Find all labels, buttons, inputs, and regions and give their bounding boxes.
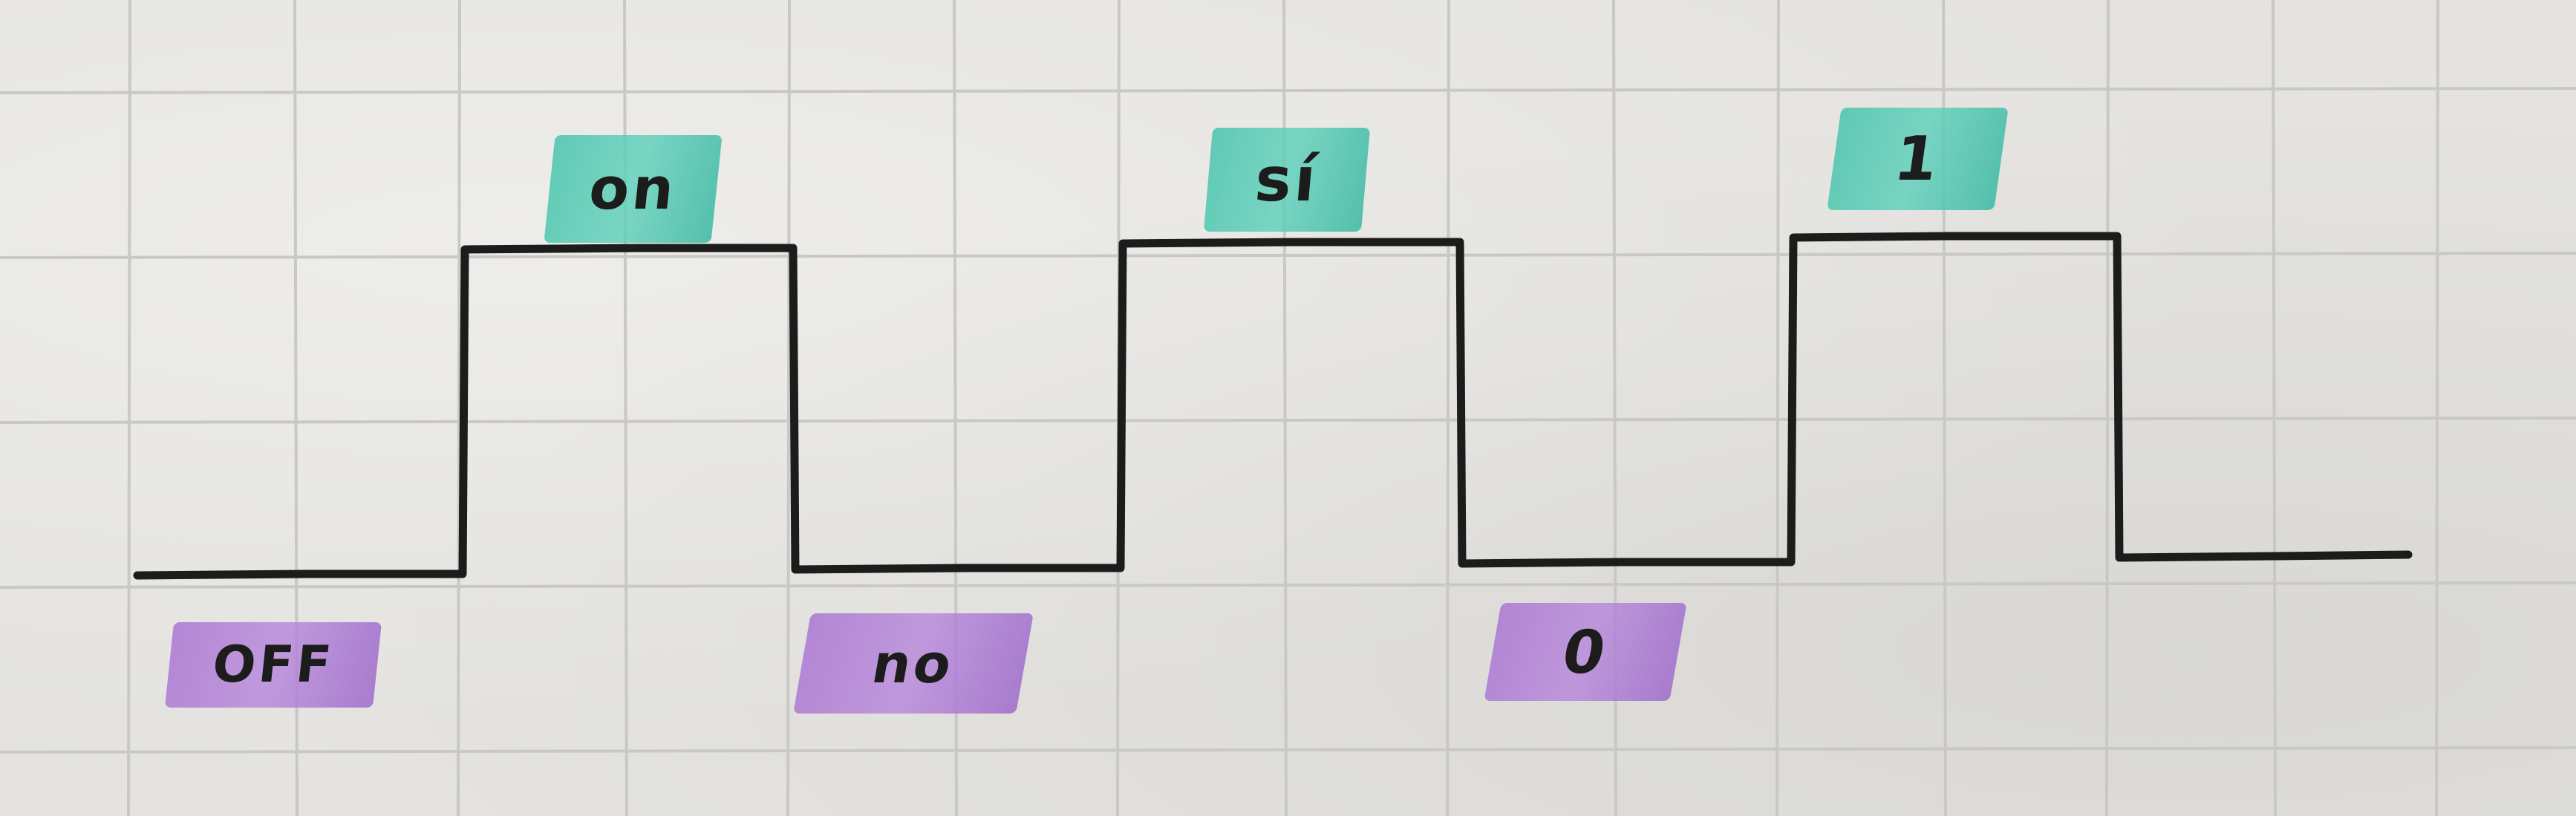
- grid-line-horizontal: [0, 417, 2576, 424]
- grid-line-horizontal: [0, 746, 2576, 754]
- grid-line-vertical: [1776, 0, 1780, 816]
- grid-line-vertical: [786, 0, 791, 816]
- high-label-one: 1: [1827, 108, 2009, 210]
- low-label-zero: 0: [1484, 603, 1687, 701]
- grid-line-horizontal: [0, 581, 2576, 589]
- grid-line-vertical: [127, 0, 131, 816]
- grid-line-vertical: [457, 0, 461, 816]
- low-label-no: no: [793, 613, 1034, 714]
- grid-line-vertical: [2105, 0, 2110, 816]
- grid-line-vertical: [2435, 0, 2439, 816]
- grid-line-vertical: [1446, 0, 1450, 816]
- grid-line-vertical: [1282, 0, 1288, 816]
- low-label-off: OFF: [164, 622, 382, 708]
- grid-line-vertical: [2272, 0, 2277, 816]
- grid-line-horizontal: [0, 87, 2576, 94]
- grid-line-horizontal: [0, 252, 2576, 259]
- grid-line-vertical: [623, 0, 628, 816]
- high-label-on: on: [544, 135, 723, 243]
- square-wave-line: [133, 232, 2413, 580]
- high-label-si: sí: [1203, 128, 1371, 232]
